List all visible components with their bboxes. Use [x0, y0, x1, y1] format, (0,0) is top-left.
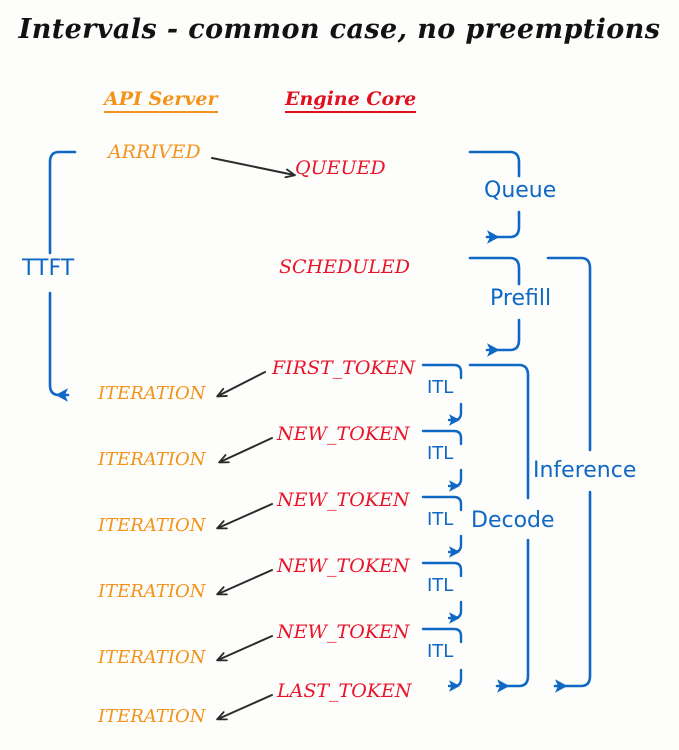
measure-label-inference: Inference: [533, 458, 637, 483]
arrow-new-token-to-iteration-1: [218, 437, 273, 464]
bracket-itl-5: [421, 627, 463, 692]
measure-label-itl-4: ITL: [427, 575, 454, 596]
state-api-iteration-4: ITERATION: [98, 581, 206, 602]
state-engine-new-token-3: NEW_TOKEN: [277, 555, 410, 577]
measure-label-itl-5: ITL: [427, 641, 454, 662]
measure-label-itl-1: ITL: [427, 377, 454, 398]
state-api-iteration-5: ITERATION: [98, 647, 206, 668]
column-header-api-server: API Server: [104, 89, 218, 113]
arrow-first-token-to-iteration: [216, 371, 266, 398]
bracket-decode: [468, 363, 530, 693]
arrow-new-token-to-iteration-4: [216, 635, 273, 662]
bracket-itl-1: [421, 363, 463, 426]
bracket-queue: [468, 150, 521, 244]
state-api-iteration-3: ITERATION: [98, 515, 206, 536]
bracket-itl-4: [421, 561, 463, 624]
state-api-iteration-2: ITERATION: [98, 449, 206, 470]
measure-label-decode: Decode: [471, 508, 555, 533]
state-engine-new-token-2: NEW_TOKEN: [277, 489, 410, 511]
arrow-new-token-to-iteration-3: [216, 569, 273, 596]
bracket-itl-3: [421, 495, 463, 558]
column-header-engine-core: Engine Core: [285, 89, 417, 113]
state-engine-new-token-1: NEW_TOKEN: [277, 423, 410, 445]
measure-label-itl-3: ITL: [427, 509, 454, 530]
measure-label-ttft: TTFT: [22, 256, 75, 281]
state-engine-new-token-4: NEW_TOKEN: [277, 621, 410, 643]
bracket-ttft: [48, 150, 77, 402]
state-engine-last-token: LAST_TOKEN: [277, 680, 412, 702]
arrow-arrived-to-queued: [211, 157, 296, 179]
bracket-inference: [546, 256, 592, 693]
measure-label-itl-2: ITL: [427, 443, 454, 464]
bracket-itl-2: [421, 429, 463, 492]
state-api-arrived: ARRIVED: [108, 141, 201, 163]
state-engine-scheduled: SCHEDULED: [279, 256, 410, 278]
state-api-iteration-1: ITERATION: [98, 383, 206, 404]
state-engine-first-token: FIRST_TOKEN: [272, 357, 416, 379]
bracket-prefill: [468, 256, 521, 357]
state-engine-queued: QUEUED: [295, 157, 386, 179]
arrow-last-token-to-iteration: [216, 694, 273, 721]
arrow-new-token-to-iteration-2: [216, 503, 273, 530]
measure-label-prefill: Prefill: [490, 286, 552, 311]
page-title: Intervals - common case, no preemptions: [18, 14, 661, 45]
measure-label-queue: Queue: [484, 178, 557, 203]
state-api-iteration-6: ITERATION: [98, 706, 206, 727]
